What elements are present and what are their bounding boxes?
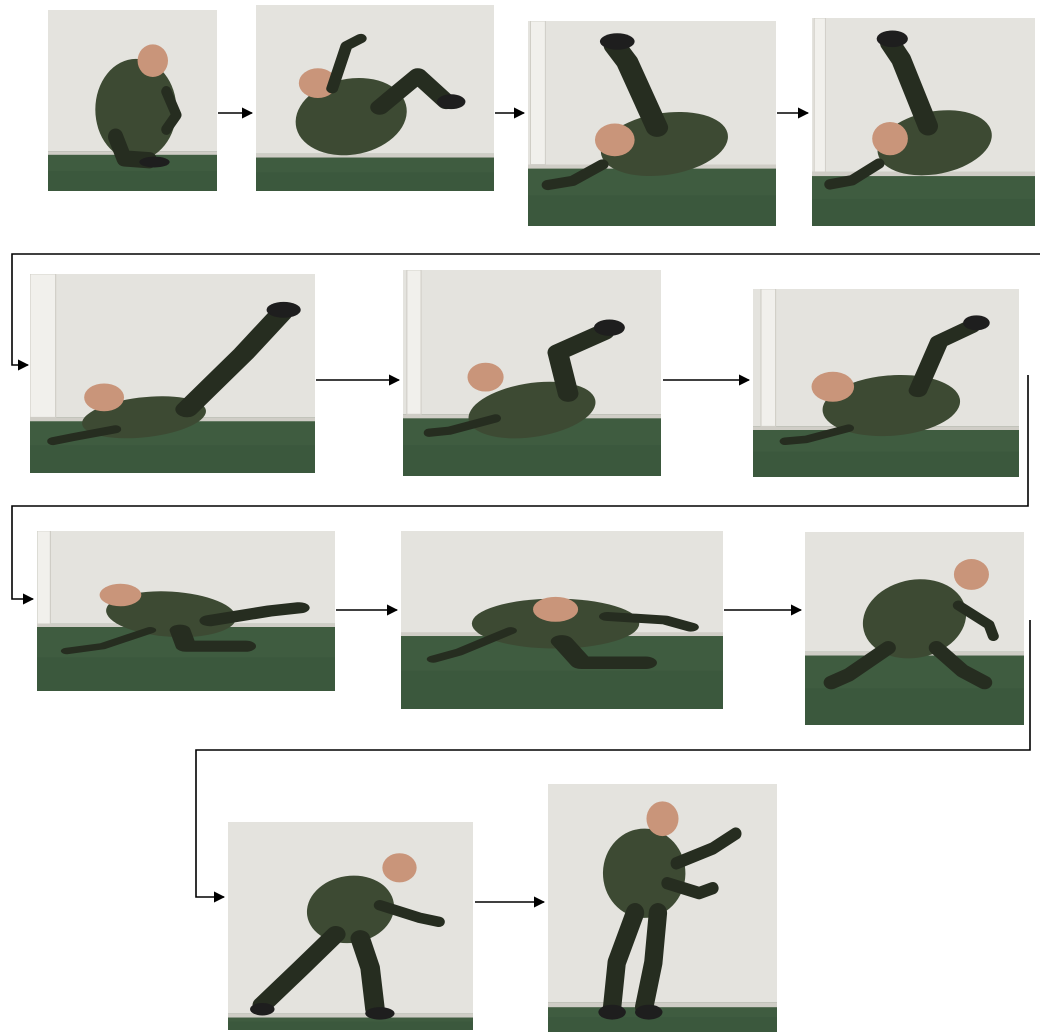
photo-frame-11 <box>228 822 473 1030</box>
photo-crawl-forward <box>401 531 723 709</box>
photo-crouch-tuck <box>48 10 217 191</box>
photo-lying-knees-bent <box>403 270 661 476</box>
photo-frame-7 <box>753 289 1019 477</box>
door <box>37 531 50 624</box>
door <box>530 21 545 165</box>
photo-frame-9 <box>401 531 723 709</box>
door <box>814 18 825 172</box>
door <box>30 274 56 417</box>
photo-frame-4 <box>812 18 1035 226</box>
photo-guard-stance <box>548 784 777 1032</box>
photo-frame-12 <box>548 784 777 1032</box>
door <box>761 289 776 426</box>
photo-side-roll <box>753 289 1019 477</box>
photo-lying-leg-raised <box>30 274 315 473</box>
photo-back-roll-start <box>256 5 494 191</box>
photo-frame-5 <box>30 274 315 473</box>
photo-frame-1 <box>48 10 217 191</box>
photo-shoulder-stand <box>528 21 776 226</box>
wall <box>30 274 315 417</box>
door <box>407 270 421 414</box>
photo-frame-10 <box>805 532 1024 725</box>
photo-frame-8 <box>37 531 335 691</box>
photo-frame-2 <box>256 5 494 191</box>
photo-lunge-up <box>228 822 473 1030</box>
photo-frame-3 <box>528 21 776 226</box>
photo-side-kneel-arm-out <box>37 531 335 691</box>
photo-kneel-rise <box>805 532 1024 725</box>
photo-shoulder-stand <box>812 18 1035 226</box>
photo-frame-6 <box>403 270 661 476</box>
